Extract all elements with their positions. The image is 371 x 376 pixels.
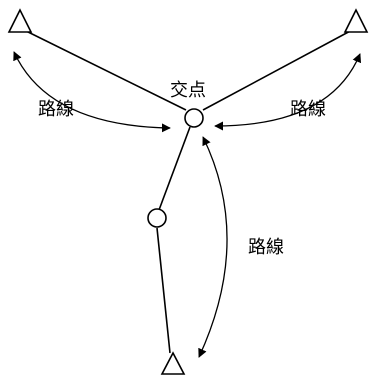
route-label-right: 路線 <box>290 99 326 120</box>
endpoint-triangle-top-left <box>7 8 33 33</box>
route-label-left: 路線 <box>38 99 74 120</box>
route-line-right <box>202 28 355 111</box>
intersection-label: 交点 <box>170 80 206 101</box>
route-arrow-left <box>13 51 171 133</box>
route-label-bottom: 路線 <box>248 237 284 258</box>
endpoint-triangle-bottom <box>160 351 186 375</box>
route-arrow-right <box>214 53 362 131</box>
route-line-left <box>21 28 187 111</box>
intersection-node <box>184 108 204 128</box>
middle-node <box>147 208 167 228</box>
route-line-lower-stem <box>156 227 171 354</box>
endpoint-triangle-top-right <box>343 8 369 33</box>
route-line-upper-stem <box>158 126 191 211</box>
route-arrow-bottom <box>198 136 228 358</box>
